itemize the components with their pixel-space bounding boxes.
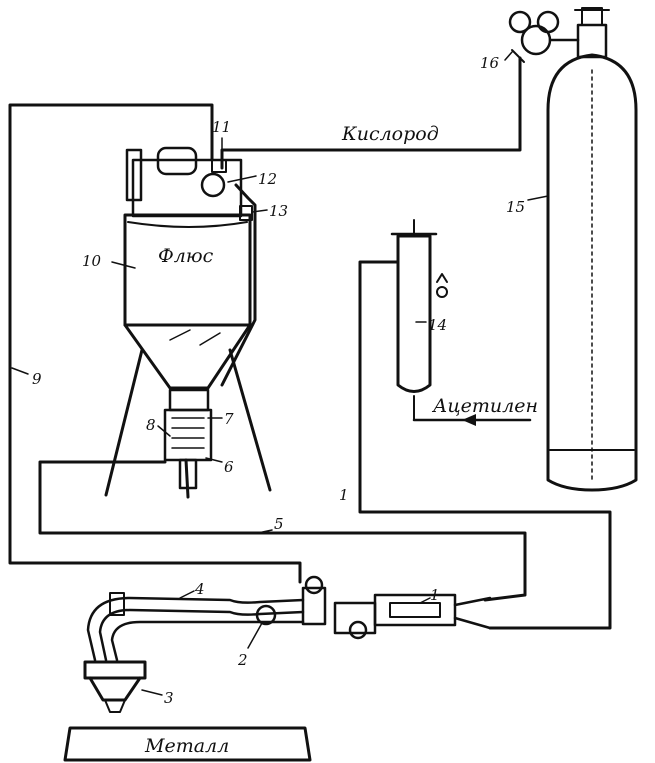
- number-9: 9: [32, 370, 42, 388]
- acetylene-dryer: [390, 219, 532, 426]
- number-8: 8: [146, 416, 156, 434]
- label-acetylene: Ацетилен: [431, 395, 538, 417]
- number-1: 1: [430, 586, 440, 604]
- flux-oxygen-hose-9: [8, 103, 302, 584]
- label-metal: Металл: [144, 735, 229, 757]
- label-flux: Флюс: [158, 245, 214, 267]
- number-1-center: 1: [339, 486, 349, 504]
- leader-lines: [11, 51, 549, 696]
- number-10: 10: [82, 252, 102, 270]
- oxygen-cylinder: [546, 7, 638, 492]
- oxygen-hose: [220, 56, 522, 170]
- flux-tank: [104, 146, 272, 499]
- metal-workpiece: [63, 726, 312, 762]
- welding-torch: [83, 575, 492, 713]
- number-2: 2: [237, 651, 248, 669]
- number-3: 3: [164, 689, 174, 707]
- flux-supply-hose-5: [38, 460, 527, 602]
- label-oxygen: Кислород: [341, 123, 439, 145]
- number-6: 6: [224, 458, 234, 476]
- number-14: 14: [428, 316, 447, 334]
- number-7: 7: [224, 410, 234, 428]
- number-5: 5: [274, 515, 284, 533]
- number-15: 15: [506, 198, 525, 216]
- number-11: 11: [212, 118, 231, 136]
- oxygen-reducer: [508, 10, 580, 63]
- number-13: 13: [269, 202, 288, 220]
- number-12: 12: [258, 170, 277, 188]
- acetylene-hose: [358, 260, 612, 630]
- number-4: 4: [194, 580, 205, 598]
- number-16: 16: [480, 54, 500, 72]
